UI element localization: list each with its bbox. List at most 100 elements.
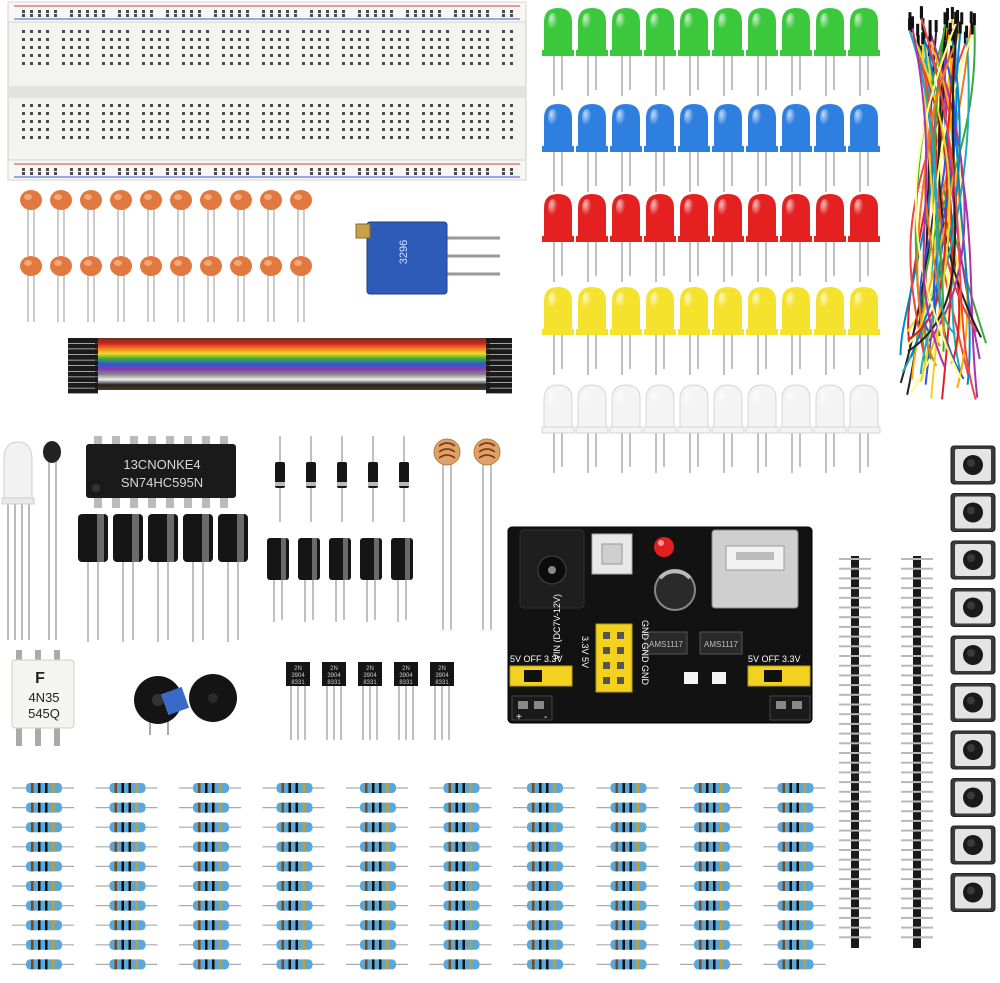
ceramic-capacitor <box>170 190 192 256</box>
resistor <box>95 900 158 911</box>
resistor <box>12 939 74 950</box>
resistor <box>763 783 826 793</box>
module-rail-label: 3.3V 5V <box>580 636 590 668</box>
ceramic-capacitor <box>290 190 312 256</box>
resistor <box>429 939 492 950</box>
diode <box>337 436 347 522</box>
ribbon-plugs-right <box>486 338 512 394</box>
ceramic-capacitor <box>80 190 102 256</box>
resistor <box>763 841 826 852</box>
resistor <box>596 939 659 950</box>
resistor <box>596 822 659 833</box>
resistor <box>12 822 74 833</box>
resistor <box>763 861 826 872</box>
led <box>712 104 744 192</box>
resistor <box>513 822 575 833</box>
jumper-wire-bundle <box>899 6 987 400</box>
led <box>712 287 744 375</box>
led <box>576 287 608 375</box>
resistor <box>95 822 158 833</box>
transistor-label: 3904 <box>363 673 377 679</box>
resistor <box>346 939 408 950</box>
breadboard-holes <box>22 10 513 175</box>
resistor <box>95 959 158 970</box>
resistor <box>179 900 241 911</box>
tactile-buttons <box>950 445 996 912</box>
resistor <box>262 783 325 793</box>
ceramic-capacitor <box>50 256 72 322</box>
optocoupler-line1: 4N35 <box>28 690 59 705</box>
resistor <box>12 881 74 891</box>
ribbon-jumper-cable <box>68 338 512 394</box>
ceramic-capacitor <box>80 256 102 322</box>
resistors <box>12 783 826 970</box>
led <box>576 104 608 192</box>
led <box>848 194 880 282</box>
resistor <box>179 920 241 931</box>
led <box>610 8 642 96</box>
led <box>644 194 676 282</box>
transistor-label: 8331 <box>399 680 413 686</box>
led <box>848 104 880 192</box>
resistor <box>596 841 659 852</box>
resistor <box>429 920 492 931</box>
transistor-label: 2N <box>330 666 338 672</box>
led <box>712 194 744 282</box>
module-chip-left: AMS1117 <box>649 640 683 649</box>
led <box>745 384 779 473</box>
ceramic-capacitor <box>110 256 132 322</box>
led <box>847 384 881 473</box>
resistor <box>680 861 742 872</box>
transistor-label: 8331 <box>363 680 377 686</box>
resistor <box>95 802 158 813</box>
resistor <box>95 783 158 793</box>
module-chip-right: AMS1117 <box>704 640 738 649</box>
ribbon-plugs-left <box>68 338 98 394</box>
resistor <box>596 900 659 911</box>
led <box>542 104 574 192</box>
resistor <box>179 802 241 813</box>
transistor-label: 3904 <box>327 673 341 679</box>
resistor <box>763 900 826 911</box>
resistor <box>513 939 575 950</box>
resistor <box>95 861 158 872</box>
ceramic-capacitor <box>200 190 222 256</box>
tactile-button <box>950 540 996 580</box>
resistor <box>596 920 659 931</box>
resistor <box>429 900 492 911</box>
ceramic-capacitor <box>140 190 162 256</box>
led <box>746 194 778 282</box>
resistor <box>95 841 158 852</box>
resistor <box>513 881 575 891</box>
resistor <box>346 861 408 872</box>
transistor-label: 3904 <box>435 673 449 679</box>
resistor <box>346 841 408 852</box>
led <box>609 384 643 473</box>
resistor <box>12 802 74 813</box>
resistor <box>513 959 575 970</box>
tactile-button <box>950 730 996 770</box>
led <box>678 104 710 192</box>
electrolytic-capacitor <box>183 514 213 642</box>
resistor <box>346 802 408 813</box>
resistor <box>680 802 742 813</box>
resistor <box>262 802 325 813</box>
resistor <box>12 783 74 793</box>
tactile-button <box>950 778 996 817</box>
transistor-label: 2N <box>438 666 446 672</box>
resistor <box>596 861 659 872</box>
led <box>610 287 642 375</box>
ceramic-capacitor <box>230 190 252 256</box>
resistor <box>262 881 325 891</box>
led <box>575 384 609 473</box>
tactile-button <box>950 683 996 722</box>
ceramic-capacitor <box>140 256 162 322</box>
optocoupler-4n35: F 4N35 545Q <box>11 650 75 746</box>
led <box>780 104 812 192</box>
resistor <box>680 920 742 931</box>
resistor <box>763 881 826 891</box>
led <box>644 287 676 375</box>
ceramic-capacitor <box>110 190 132 256</box>
transistor-label: 8331 <box>435 680 449 686</box>
